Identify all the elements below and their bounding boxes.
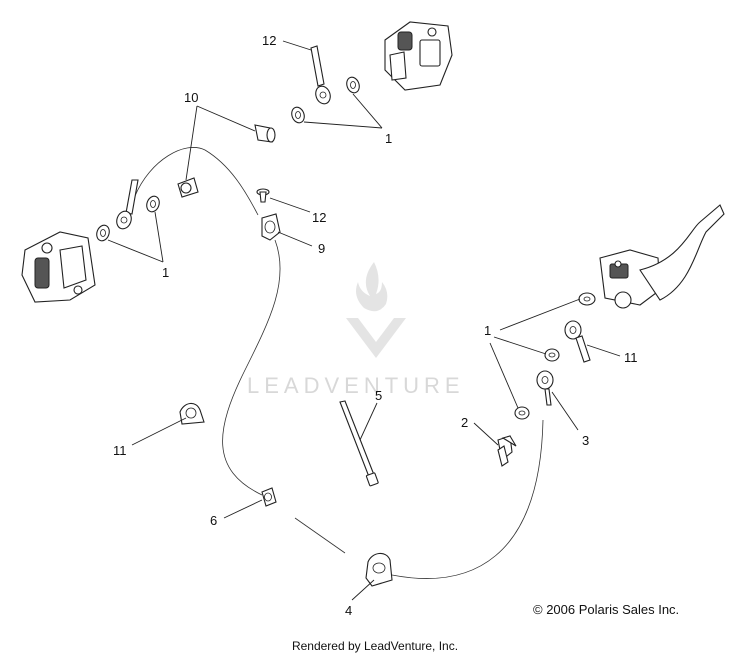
top-caliper	[384, 21, 453, 91]
callout-1-top: 1	[385, 131, 392, 146]
brake-hose-left	[222, 239, 281, 496]
callout-4: 4	[345, 603, 352, 618]
bolt-part-2	[497, 435, 517, 467]
master-cylinder-lever	[599, 204, 725, 309]
hose-clip-part-7	[261, 213, 281, 241]
callout-5: 5	[375, 388, 382, 403]
brake-line-diagram: LEADVENTURE	[21, 21, 725, 618]
leader-1-top-a	[352, 93, 383, 129]
leader-2	[473, 422, 499, 446]
cable-tie-part-5	[339, 400, 379, 487]
callout-3: 3	[582, 433, 589, 448]
leader-1-left-a	[154, 211, 164, 263]
banjo-fitting-part-9	[564, 320, 591, 363]
leader-1-right-a	[499, 298, 581, 331]
washer-left-b	[96, 224, 110, 242]
washer-left-a	[146, 195, 160, 213]
callout-10: 11	[113, 443, 127, 458]
rendered-by-text: Rendered by LeadVenture, Inc.	[291, 639, 459, 653]
washer-right-b	[544, 348, 560, 362]
hose-clip-part-4	[365, 552, 393, 587]
washer-top-b	[291, 106, 305, 124]
callout-9: 11	[624, 350, 638, 365]
leader-5	[359, 402, 378, 441]
rivet-part-12	[256, 188, 270, 203]
leader-1-right-b	[493, 336, 547, 355]
copyright-text: © 2006 Polaris Sales Inc.	[533, 602, 680, 617]
callout-11: 12	[262, 33, 276, 48]
leader-6	[223, 499, 263, 519]
leader-7	[277, 231, 313, 247]
leader-4	[351, 579, 375, 601]
brake-hose-bottom	[294, 517, 346, 554]
washer-right-a	[578, 292, 596, 306]
callout-1-right: 1	[484, 323, 491, 338]
leader-11	[282, 40, 312, 51]
hose-clip-part-10	[179, 402, 205, 425]
left-caliper	[21, 231, 96, 303]
leader-1-top-b	[303, 121, 383, 129]
hose-clip-part-6	[261, 487, 277, 507]
leader-1-right-c	[489, 342, 519, 409]
callout-7: 9	[318, 241, 325, 256]
callout-1-left: 1	[162, 265, 169, 280]
callout-12: 12	[312, 210, 326, 225]
brake-hose-upper	[134, 147, 259, 216]
watermark-text: LEADVENTURE	[247, 373, 465, 398]
hose-fitting	[177, 177, 199, 198]
banjo-fitting-part-3	[536, 370, 554, 406]
leader-1-left-b	[107, 239, 164, 263]
washer-top-a	[346, 76, 360, 94]
washer-right-c	[514, 406, 530, 420]
leader-10	[131, 417, 187, 446]
banjo-fitting-top	[310, 45, 331, 105]
callout-2: 2	[461, 415, 468, 430]
brake-hose-right	[391, 419, 544, 579]
banjo-fitting-left	[116, 179, 139, 230]
leader-8-a	[196, 105, 256, 132]
callout-6: 6	[210, 513, 217, 528]
bolt-part-8	[254, 124, 276, 143]
watermark-logo	[346, 262, 406, 358]
callout-8: 10	[184, 90, 198, 105]
leader-8-b	[185, 105, 198, 181]
leader-12	[269, 197, 311, 213]
leader-9	[586, 344, 621, 357]
leader-3	[551, 391, 579, 431]
